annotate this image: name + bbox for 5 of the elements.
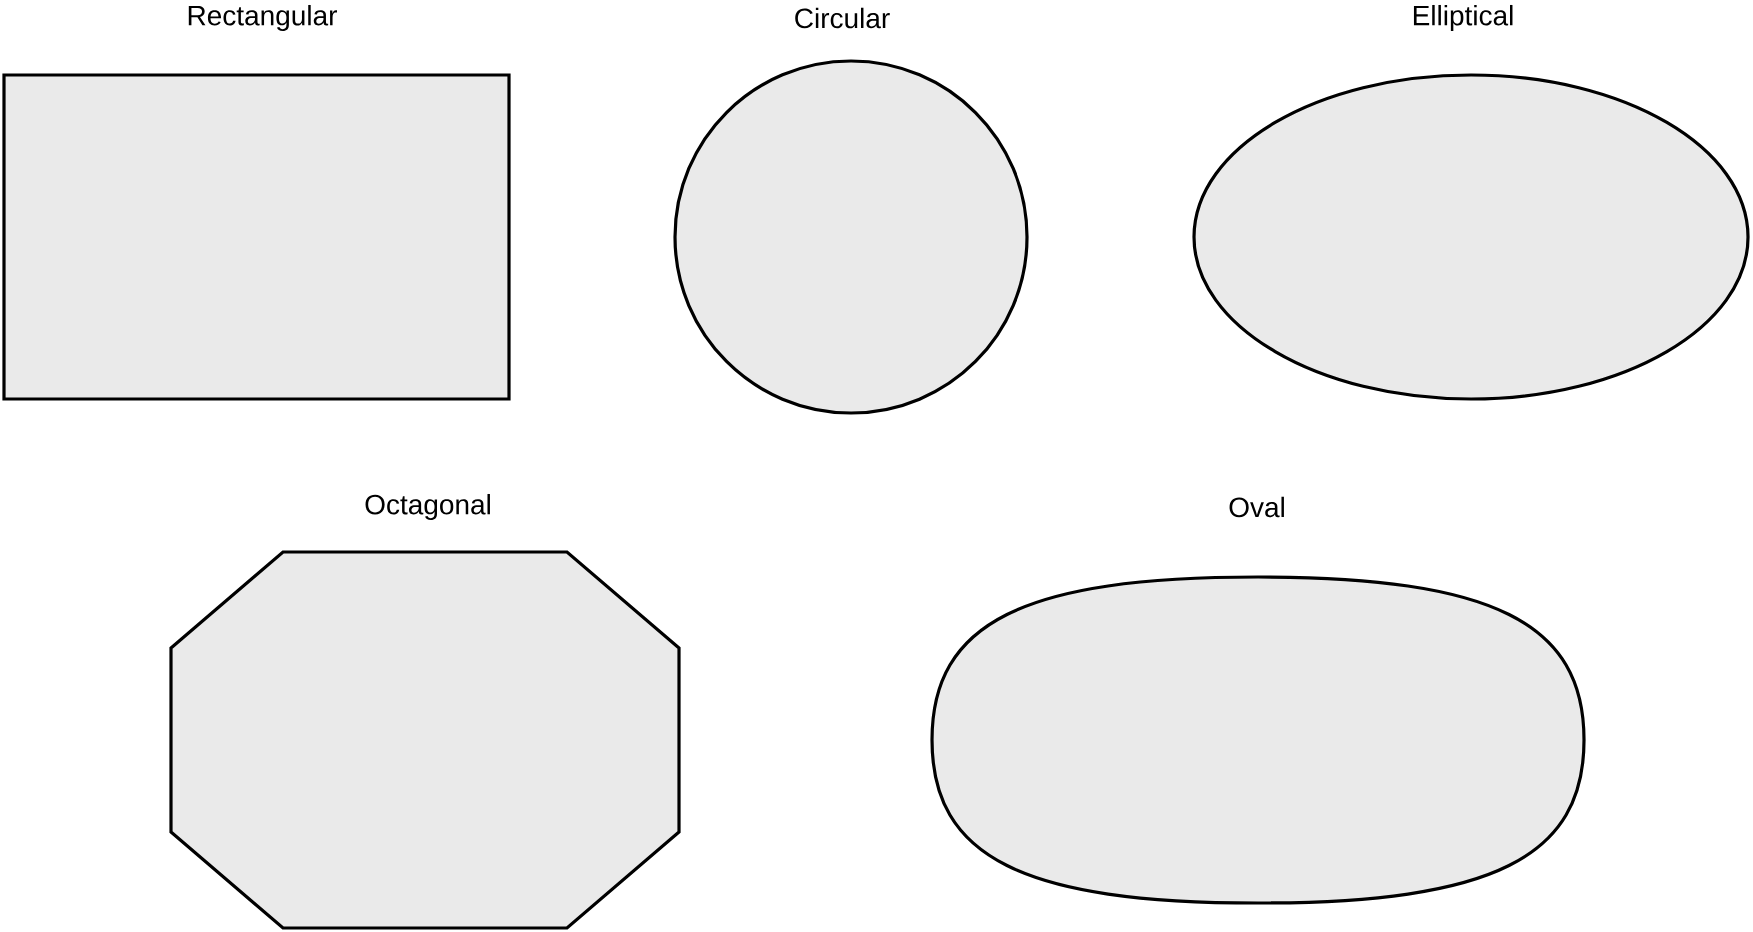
shape-label: Circular (795, 7, 890, 29)
shape-label: Elliptical (1413, 4, 1513, 32)
shape-label: Octagonal (365, 493, 490, 521)
shape-label: Rectangular (188, 4, 337, 32)
shape-label: Oval (1229, 496, 1284, 518)
